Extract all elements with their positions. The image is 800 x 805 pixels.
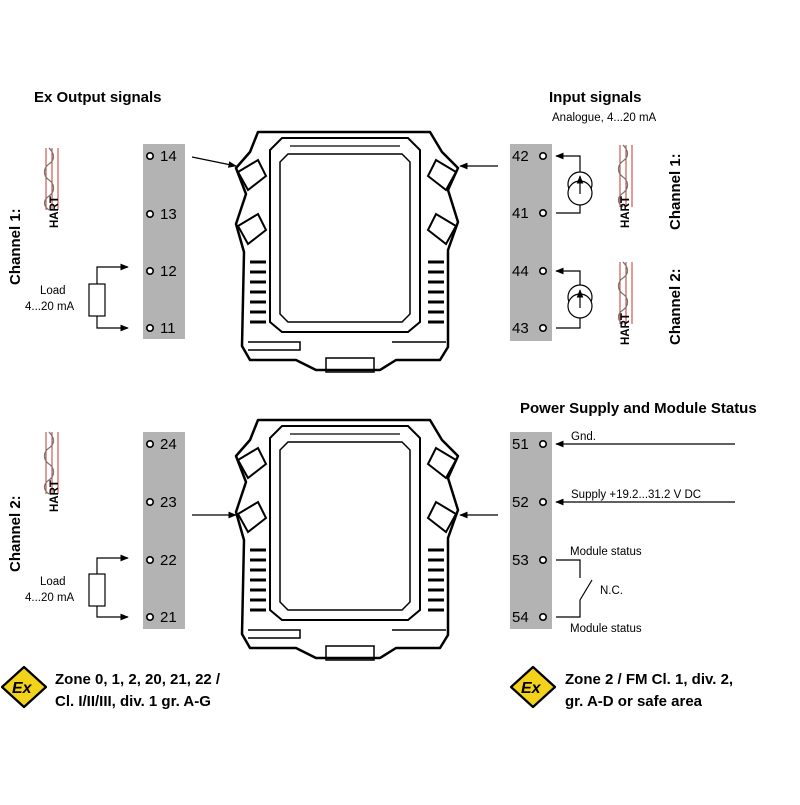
terminals-left-top: 14 13 12 11 (146, 148, 177, 337)
current-source-ch1 (555, 152, 593, 214)
terminal-strip-left-top (143, 144, 185, 339)
module-housing-top (234, 130, 460, 374)
ex-output-title: Ex Output signals (34, 89, 162, 106)
module-status-top-label: Module status (570, 546, 642, 558)
power-lines (555, 440, 735, 618)
zone-left-line1: Zone 0, 1, 2, 20, 21, 22 / (55, 671, 221, 688)
hart-icon-left-1: HART (43, 147, 61, 228)
hart-icon-right-1: HART (617, 144, 633, 228)
hart-icon-left-2: HART (43, 431, 61, 512)
svg-text:HART: HART (49, 196, 61, 228)
terminal-label: 43 (512, 320, 529, 337)
terminal-label: 41 (512, 205, 529, 222)
terminal-label: 51 (512, 436, 529, 453)
terminal-label: 44 (512, 263, 529, 280)
terminal-label: 11 (160, 320, 176, 337)
load-label-bottom: Load (40, 576, 66, 588)
gnd-label: Gnd. (571, 431, 596, 443)
svg-text:HART: HART (620, 196, 632, 228)
input-subtitle: Analogue, 4...20 mA (552, 112, 657, 124)
svg-text:HART: HART (49, 480, 61, 512)
terminal-label: 42 (512, 148, 529, 165)
left-channel-1-label: Channel 1: (7, 208, 24, 285)
zone-left-line2: Cl. I/II/III, div. 1 gr. A-G (55, 693, 211, 710)
load-range-bottom: 4...20 mA (25, 592, 75, 604)
terminal-strip-right-top (510, 144, 552, 341)
ex-icon-left: Ex (0, 665, 48, 709)
load-range-top: 4...20 mA (25, 301, 75, 313)
svg-text:Ex: Ex (521, 680, 542, 697)
terminal-label: 53 (512, 552, 529, 569)
svg-text:HART: HART (620, 313, 632, 345)
terminal-label: 21 (160, 609, 177, 626)
terminal-strip-right-bottom (510, 432, 552, 629)
terminal-strip-left-bottom (143, 432, 185, 629)
load-label-top: Load (40, 285, 66, 297)
input-title: Input signals (549, 89, 642, 106)
terminal-label: 13 (160, 206, 177, 223)
terminal-label: 23 (160, 494, 177, 511)
terminal-label: 52 (512, 494, 529, 511)
nc-label: N.C. (600, 585, 623, 597)
zone-right-line1: Zone 2 / FM Cl. 1, div. 2, (565, 671, 733, 688)
left-channel-2-label: Channel 2: (7, 495, 24, 572)
signal-arrows (191, 156, 498, 519)
module-status-bottom-label: Module status (570, 623, 642, 635)
terminal-label: 54 (512, 609, 529, 626)
power-title: Power Supply and Module Status (520, 400, 757, 417)
terminal-label: 22 (160, 552, 177, 569)
supply-label: Supply +19.2...31.2 V DC (571, 489, 701, 501)
load-circuit-top (88, 263, 129, 332)
right-channel-1-label: Channel 1: (667, 153, 684, 230)
ex-icon-right: Ex (509, 665, 557, 709)
current-source-ch2 (555, 267, 593, 329)
svg-text:Ex: Ex (12, 680, 33, 697)
right-channel-2-label: Channel 2: (667, 268, 684, 345)
terminals-right-top: 42 41 44 43 (512, 148, 547, 337)
hart-icon-right-2: HART (617, 261, 633, 345)
terminal-label: 12 (160, 263, 177, 280)
terminal-label: 14 (160, 148, 177, 165)
terminals-left-bottom: 24 23 22 21 (146, 436, 177, 626)
load-circuit-bottom (88, 554, 129, 621)
zone-right-line2: gr. A-D or safe area (565, 693, 703, 710)
module-housing-bottom (234, 418, 460, 662)
terminals-right-bottom: 51 52 53 54 (512, 436, 547, 626)
terminal-label: 24 (160, 436, 177, 453)
